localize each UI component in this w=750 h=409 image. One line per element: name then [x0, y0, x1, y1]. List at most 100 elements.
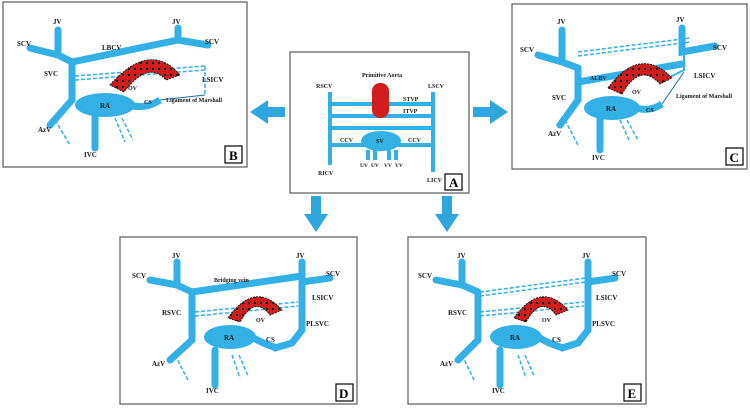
label-d-lsicv: LSICV — [312, 294, 333, 302]
label-jv-right: JV — [172, 18, 181, 26]
label-azv: AzV — [38, 126, 51, 134]
arrow-to-e — [435, 196, 459, 232]
label-rscv: RSCV — [316, 84, 333, 90]
panel-d-aorta-arch — [227, 296, 283, 323]
panel-c-tag: C — [730, 150, 739, 165]
label-e-azv: AzV — [440, 360, 453, 368]
label-itvp: ITVP — [403, 109, 418, 115]
label-c-ligament-of-marshall: Ligament of Marshall — [676, 94, 732, 100]
label-e-ra: RA — [510, 334, 520, 342]
label-c-azv: AzV — [548, 130, 561, 138]
label-e-scv-right: SCV — [612, 270, 626, 278]
label-d-scv-left: SCV — [132, 272, 146, 280]
arrow-to-b — [250, 100, 285, 124]
label-vv-1: VV — [384, 163, 392, 169]
label-lbcv: LBCV — [102, 44, 121, 52]
panel-b-right-atrium — [75, 93, 135, 117]
panel-c-regressed-veins — [564, 37, 691, 146]
panel-b-regressed-veins — [54, 65, 206, 146]
label-ligament-of-marshall: Ligament of Marshall — [166, 98, 222, 104]
label-d-ov: OV — [256, 318, 266, 324]
panel-e-aorta-arch — [513, 296, 569, 323]
label-lscv: LSCV — [428, 84, 445, 90]
label-e-rsvc: RSVC — [448, 309, 467, 317]
panel-e-tag: E — [628, 386, 637, 401]
label-d-azv: AzV — [152, 360, 165, 368]
label-ccv-left: CCV — [340, 138, 354, 144]
label-cs: CS — [144, 100, 152, 106]
panel-e-coronary-sinus — [536, 334, 565, 352]
panel-b-veins — [26, 24, 212, 152]
label-ov: OV — [128, 86, 138, 92]
label-d-cs: CS — [266, 336, 275, 344]
label-c-cs: CS — [646, 108, 654, 114]
panel-c: JV JV SCV SCV ALBV SVC OV LSICV RA CS Li… — [511, 3, 748, 170]
panel-b-tag-box — [224, 145, 243, 164]
label-c-jv-right: JV — [676, 16, 685, 24]
label-e-lsicv: LSICV — [596, 294, 617, 302]
sinus-venosus-shape — [361, 131, 401, 151]
arrow-to-c — [473, 100, 508, 124]
panel-d: JV JV SCV SCV Bridging vein RSVC OV LSIC… — [119, 236, 358, 405]
label-svc: SVC — [44, 70, 58, 78]
label-c-ivc: IVC — [592, 154, 605, 162]
panel-d-veins — [146, 258, 334, 389]
panel-b-marshall-line — [159, 94, 206, 101]
panel-b-aorta-arch — [109, 59, 181, 93]
primitive-aorta-shape — [372, 83, 389, 118]
panel-c-tag-box — [725, 147, 744, 166]
panel-e-regressed-veins — [461, 277, 587, 381]
label-d-rsvc: RSVC — [162, 309, 181, 317]
arrows — [250, 100, 508, 232]
label-d-jv-left: JV — [172, 252, 181, 260]
panel-c-marshall-line — [661, 71, 685, 105]
label-e-cs: CS — [552, 336, 561, 344]
panel-e-right-atrium — [490, 325, 542, 349]
label-e-ivc: IVC — [492, 387, 505, 395]
panel-d-tag-box — [335, 383, 354, 402]
panel-a-tag-box — [444, 173, 463, 191]
panel-a: Primitive Aorta RSCV LSCV STVP ITVP SV C… — [289, 51, 470, 194]
panel-a-veins — [328, 92, 435, 172]
panel-e: JV JV SCV SCV RSVC OV LSICV PLSVC RA CS … — [407, 236, 647, 405]
label-e-ov: OV — [542, 318, 552, 324]
label-ivc: IVC — [84, 151, 97, 159]
label-uv-2: UV — [371, 163, 379, 169]
label-uv-1: UV — [360, 163, 368, 169]
panel-c-coronary-sinus — [635, 101, 664, 113]
panel-e-tag-box — [623, 383, 642, 402]
label-c-lsicv: LSICV — [694, 72, 715, 80]
panel-a-tag: A — [449, 175, 459, 190]
label-d-plsvc: PLSVC — [306, 320, 329, 328]
panel-d-tag: D — [339, 386, 348, 401]
label-scv-right: SCV — [205, 38, 219, 46]
label-licv: LICV — [427, 178, 443, 184]
label-scv-left: SCV — [17, 40, 31, 48]
panel-b-tag: B — [229, 148, 238, 163]
label-c-jv-left: JV — [557, 18, 566, 26]
label-c-albv: ALBV — [590, 76, 607, 82]
label-ra: RA — [100, 102, 110, 110]
panel-c-right-atrium — [584, 96, 640, 120]
label-e-jv-left: JV — [457, 252, 466, 260]
label-stvp: STVP — [403, 97, 419, 103]
label-ccv-right: CCV — [408, 138, 422, 144]
panel-c-aorta-arch — [607, 63, 673, 95]
label-primitive-aorta: Primitive Aorta — [362, 73, 402, 79]
label-jv-left: JV — [53, 18, 62, 26]
panel-b-coronary-sinus — [128, 97, 162, 111]
label-c-scv-left: SCV — [520, 46, 534, 54]
label-e-scv-left: SCV — [418, 272, 432, 280]
panel-b: JV JV SCV SCV LBCV SVC OV LSICV RA CS Li… — [2, 1, 248, 168]
label-e-jv-right: JV — [582, 252, 591, 260]
panel-e-veins — [432, 258, 619, 389]
label-c-ra: RA — [606, 105, 616, 113]
label-d-ra: RA — [224, 334, 234, 342]
label-d-ivc: IVC — [206, 387, 219, 395]
panel-c-frame — [511, 3, 748, 170]
label-c-svc: SVC — [552, 94, 566, 102]
label-d-jv-right: JV — [296, 252, 305, 260]
panel-a-frame — [289, 51, 470, 194]
panel-d-right-atrium — [204, 325, 256, 349]
